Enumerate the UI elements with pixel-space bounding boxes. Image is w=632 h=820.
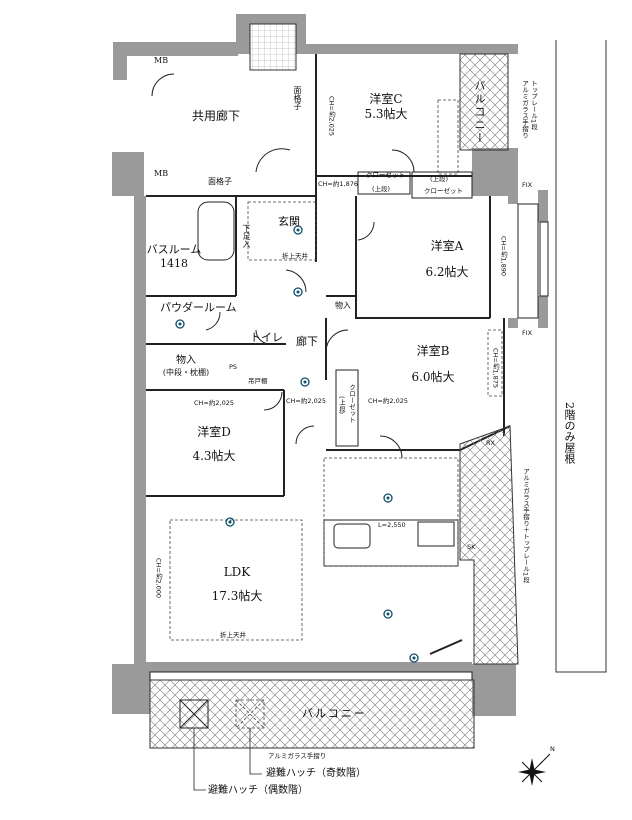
room-c-size: 5.3帖大: [364, 107, 408, 121]
ch-room-d: CH=約2,025: [194, 399, 234, 407]
fix-label-bottom: FIX: [522, 329, 533, 337]
kitchen-zone: [323, 457, 459, 567]
lattice-top-label: 面格子: [293, 86, 302, 110]
rail-bottom-label: アルミガラス手摺り: [268, 752, 327, 760]
room-b-size: 6.0帖大: [411, 370, 455, 384]
ch-room-b: CH=約1,875: [491, 348, 500, 388]
closet3-box: [335, 369, 359, 447]
ch-ldk: CH=約2,000: [154, 558, 163, 598]
room-c-label: 洋室C 5.3帖大: [364, 93, 407, 120]
ceiling-ldk-label: 折上天井: [220, 631, 246, 639]
closet2-label: クローゼット: [424, 187, 463, 195]
closet1-box: [357, 171, 411, 195]
room-a-label: 洋室A 6.2帖大: [425, 240, 468, 278]
hatch-even-label: 避難ハッチ（偶数階）: [208, 785, 308, 796]
ch-hall: CH=約2,025: [286, 397, 326, 405]
room-b-label: 洋室B 6.0帖大: [411, 345, 454, 383]
hatch-odd-label: 避難ハッチ（奇数階）: [266, 768, 366, 779]
ch-1876: CH=約1,876: [318, 180, 358, 188]
entrance-ceiling-zone: [247, 201, 317, 261]
ldk-ceiling-zone: [169, 519, 303, 641]
room-a-name: 洋室A: [430, 239, 464, 253]
kitchen-counter: [323, 519, 459, 567]
rail-top-label: トップレール1段: [529, 80, 538, 130]
balcony-top-area: [459, 53, 509, 151]
balcony-bottom-label: バルコニー: [302, 707, 367, 720]
mb-mid-label: MB: [154, 169, 169, 178]
closet1-shelf-label: (上段): [372, 185, 391, 193]
rail-right-label: アルミガラス手摺り＋トップレール1段: [521, 468, 530, 583]
closet3-shelf-label: (上段): [337, 396, 346, 415]
fix-label-top: FIX: [522, 181, 533, 189]
hallway-label: 廊下: [296, 335, 318, 348]
ps-label: PS: [229, 363, 238, 371]
counter-length: L=2,550: [378, 521, 406, 529]
lattice-mid-label: 面格子: [208, 177, 232, 186]
windows: [149, 203, 549, 681]
mb-top-label: MB: [154, 56, 169, 65]
room-a-size: 6.2帖大: [425, 265, 469, 279]
bathroom-name: バスルーム: [146, 243, 202, 256]
ldk-name: LDK: [223, 565, 251, 579]
rail-top2-label: アルミガラス手摺り: [520, 80, 529, 139]
storage-left-name: 物入: [176, 355, 196, 366]
room-d-label: 洋室D 4.3帖大: [192, 426, 235, 462]
room-c-name: 洋室C: [369, 92, 403, 106]
toilet-label: トイレ: [250, 331, 283, 344]
entrance-label: 玄関: [278, 215, 300, 228]
room-d-name: 洋室D: [197, 425, 231, 439]
closet2-box: [411, 171, 473, 199]
storage-left-label: 物入 (中段・枕棚): [163, 356, 209, 377]
storage-small-label: 物入: [335, 301, 351, 310]
room-b-window-zone: [487, 329, 503, 397]
exterior-walls: [112, 14, 548, 716]
closet3-label: クローゼット: [347, 384, 356, 423]
linen-label: 吊戸棚: [248, 377, 268, 385]
sk-label: SK: [467, 543, 476, 551]
ch-room-a: CH=約1,890: [499, 236, 508, 276]
bathroom-label: バスルーム 1418: [147, 244, 202, 269]
ch-room-b2: CH=約2,025: [368, 397, 408, 405]
ceiling-entry-label: 折上天井: [282, 252, 308, 260]
sink: [333, 523, 371, 549]
closet1-label: クローゼット: [366, 171, 405, 179]
rx-label: RX: [486, 439, 495, 447]
interior-walls: [146, 54, 511, 655]
room-b-name: 洋室B: [416, 344, 450, 358]
ldk-label: LDK 17.3帖大: [212, 566, 263, 602]
corridor-common-label: 共用廊下: [191, 109, 241, 123]
ceiling-lights: [175, 225, 419, 663]
ch-room-c: CH=約2,025: [327, 96, 336, 136]
cooktop: [417, 521, 455, 547]
ldk-size: 17.3帖大: [211, 589, 263, 603]
room-c-closet-zone: [437, 99, 459, 175]
storage-left-note: (中段・枕棚): [162, 368, 210, 377]
balcony-right-area: [459, 425, 519, 665]
balcony-bottom-area: [149, 679, 475, 749]
doors: [151, 73, 415, 459]
north-label: N: [550, 745, 555, 753]
stair-grid: [249, 23, 297, 71]
bathtub: [197, 201, 235, 261]
compass-icon: [518, 753, 551, 786]
room-d-size: 4.3帖大: [192, 449, 236, 463]
rooftop-label: 2階のみ屋根: [563, 402, 576, 464]
powder-room-label: パウダールーム: [160, 301, 237, 314]
bathroom-size: 1418: [159, 257, 188, 270]
shoe-box-label: 下足入: [242, 224, 251, 248]
closet2-shelf-label: (上段): [430, 175, 449, 183]
balcony-top-label: バルコニー: [473, 80, 486, 145]
rooftop-outline: [555, 40, 607, 673]
